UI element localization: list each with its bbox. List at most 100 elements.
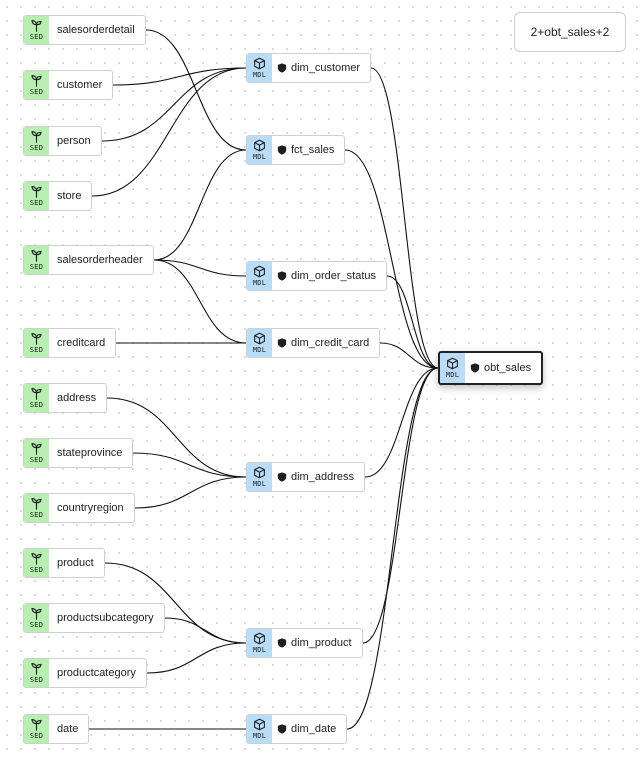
- resource-type-label: MDL: [252, 732, 267, 740]
- model-node-dim-credit-card[interactable]: MDL dim_credit_card: [246, 328, 381, 358]
- seed-node-stateprovince[interactable]: SED stateprovince: [23, 438, 134, 468]
- resource-type-label: MDL: [252, 279, 267, 287]
- edge-dim-credit-card-to-obt-sales: [379, 342, 439, 369]
- node-name: product: [57, 557, 94, 569]
- seed-node-salesorderheader[interactable]: SED salesorderheader: [23, 245, 154, 275]
- shield-icon: [277, 63, 291, 73]
- node-label: stateprovince: [49, 439, 132, 467]
- cube-icon: [253, 466, 266, 479]
- node-name: creditcard: [57, 337, 106, 349]
- node-label: salesorderheader: [49, 246, 153, 274]
- model-node-dim-order-status[interactable]: MDL dim_order_status: [246, 261, 387, 291]
- shield-icon: [277, 638, 291, 648]
- lineage-filter-button[interactable]: 2+obt_sales+2: [514, 12, 626, 52]
- resource-type-label: MDL: [252, 346, 267, 354]
- seed-badge: SED: [24, 246, 49, 274]
- resource-type-label: SED: [29, 566, 44, 574]
- node-label: address: [49, 384, 106, 412]
- sprout-icon: [30, 19, 43, 32]
- node-label: date: [49, 715, 88, 743]
- shield-icon: [277, 338, 291, 348]
- sprout-icon: [30, 130, 43, 143]
- seed-badge: SED: [24, 659, 49, 687]
- model-badge: MDL: [247, 54, 272, 82]
- model-node-dim-address[interactable]: MDL dim_address: [246, 462, 365, 492]
- cube-icon: [253, 57, 266, 70]
- model-badge: MDL: [247, 715, 272, 743]
- cube-icon: [253, 265, 266, 278]
- edge-dim-product-to-obt-sales: [362, 367, 439, 644]
- resource-type-label: SED: [29, 263, 44, 271]
- node-name: store: [57, 190, 82, 202]
- edge-store-to-dim-customer: [91, 67, 247, 197]
- seed-node-address[interactable]: SED address: [23, 383, 108, 413]
- node-label: obt_sales: [465, 353, 541, 383]
- model-badge: MDL: [440, 353, 465, 383]
- node-name: dim_credit_card: [291, 337, 370, 349]
- edge-salesorderheader-to-fct-sales: [153, 149, 247, 261]
- edge-fct-sales-to-obt-sales: [344, 149, 439, 369]
- node-label: countryregion: [49, 494, 134, 522]
- node-name: stateprovince: [57, 447, 123, 459]
- node-label: dim_address: [272, 463, 364, 491]
- shield-icon: [470, 363, 484, 373]
- cube-icon: [253, 332, 266, 345]
- edge-dim-address-to-obt-sales: [364, 367, 439, 478]
- node-name: dim_address: [291, 471, 354, 483]
- cube-icon: [253, 632, 266, 645]
- node-name: productcategory: [57, 667, 136, 679]
- edge-dim-customer-to-obt-sales: [370, 67, 439, 369]
- model-node-obt-sales[interactable]: MDL obt_sales: [438, 351, 544, 385]
- node-name: person: [57, 135, 91, 147]
- edge-salesorderheader-to-dim-order-status: [153, 259, 247, 277]
- model-badge: MDL: [247, 463, 272, 491]
- resource-type-label: SED: [29, 88, 44, 96]
- resource-type-label: MDL: [252, 71, 267, 79]
- resource-type-label: MDL: [252, 480, 267, 488]
- node-label: store: [49, 182, 91, 210]
- node-name: dim_date: [291, 723, 337, 735]
- seed-node-creditcard[interactable]: SED creditcard: [23, 328, 117, 358]
- resource-type-label: MDL: [252, 153, 267, 161]
- resource-type-label: SED: [29, 144, 44, 152]
- node-name: dim_order_status: [291, 270, 376, 282]
- edge-countryregion-to-dim-address: [134, 476, 247, 509]
- model-badge: MDL: [247, 136, 272, 164]
- resource-type-label: SED: [29, 401, 44, 409]
- sprout-icon: [30, 552, 43, 565]
- node-label: dim_order_status: [272, 262, 386, 290]
- model-node-dim-date[interactable]: MDL dim_date: [246, 714, 348, 744]
- seed-node-product[interactable]: SED product: [23, 548, 105, 578]
- shield-icon: [277, 145, 291, 155]
- seed-badge: SED: [24, 439, 49, 467]
- seed-node-store[interactable]: SED store: [23, 181, 93, 211]
- node-label: productsubcategory: [49, 604, 164, 632]
- resource-type-label: MDL: [445, 371, 460, 379]
- shield-icon: [277, 724, 291, 734]
- sprout-icon: [30, 442, 43, 455]
- seed-node-productcategory[interactable]: SED productcategory: [23, 658, 147, 688]
- resource-type-label: SED: [29, 346, 44, 354]
- resource-type-label: MDL: [252, 646, 267, 654]
- node-name: address: [57, 392, 97, 404]
- edge-stateprovince-to-dim-address: [132, 452, 247, 478]
- edge-dim-order-status-to-obt-sales: [386, 275, 439, 369]
- sprout-icon: [30, 332, 43, 345]
- node-label: dim_credit_card: [272, 329, 379, 357]
- seed-badge: SED: [24, 549, 49, 577]
- model-badge: MDL: [247, 329, 272, 357]
- seed-badge: SED: [24, 127, 49, 155]
- model-badge: MDL: [247, 262, 272, 290]
- edge-productsubcategory-to-dim-product: [164, 617, 247, 644]
- resource-type-label: SED: [29, 199, 44, 207]
- seed-node-person[interactable]: SED person: [23, 126, 102, 156]
- edge-customer-to-dim-customer: [112, 67, 247, 86]
